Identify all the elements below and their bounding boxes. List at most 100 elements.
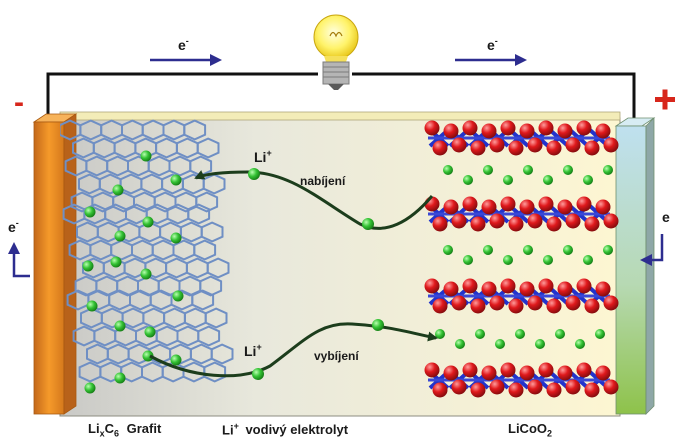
oxygen-atom <box>424 362 440 378</box>
lithium-ion <box>170 174 182 186</box>
oxygen-atom <box>595 365 611 381</box>
lithium-ion <box>603 165 613 175</box>
lithium-ion <box>503 255 513 265</box>
graphite-hexagon <box>203 361 227 383</box>
lithium-ion <box>170 354 182 366</box>
charging-label: nabíjení <box>300 174 346 188</box>
oxygen-atom <box>481 123 497 139</box>
oxygen-atom <box>527 137 543 153</box>
lithium-ion <box>523 165 533 175</box>
oxygen-atom <box>565 295 581 311</box>
graphite-layers <box>60 119 234 383</box>
oxygen-atom <box>432 216 448 232</box>
lithium-ion <box>575 339 585 349</box>
graphite-hexagon <box>193 239 217 261</box>
discharging-label: vybíjení <box>314 349 359 363</box>
graphite-hexagon <box>199 275 223 297</box>
oxygen-atom <box>538 362 554 378</box>
lithium-ion <box>172 290 184 302</box>
oxygen-atom <box>584 140 600 156</box>
oxygen-atom <box>462 278 478 294</box>
oxygen-atom <box>443 123 459 139</box>
lithium-ion <box>443 245 453 255</box>
positive-terminal-sign <box>655 89 675 110</box>
lithium-ion <box>84 206 96 218</box>
licoo2-lattice <box>424 120 619 398</box>
electron-arrow-left <box>150 54 222 66</box>
charging-ion-1 <box>248 168 260 180</box>
oxygen-atom <box>576 196 592 212</box>
lithium-ion <box>475 329 485 339</box>
oxygen-atom <box>576 362 592 378</box>
lithium-ion <box>543 175 553 185</box>
graphite-hexagon <box>183 119 207 141</box>
electrolyte-region <box>59 117 621 417</box>
graphite-hexagon <box>187 203 211 225</box>
oxygen-atom <box>500 362 516 378</box>
lithium-ion <box>140 150 152 162</box>
lithium-ion <box>112 184 124 196</box>
lithium-ion <box>563 245 573 255</box>
oxygen-atom <box>470 298 486 314</box>
oxygen-atom <box>481 365 497 381</box>
lithium-ion <box>535 339 545 349</box>
oxygen-atom <box>451 213 467 229</box>
oxygen-atom <box>527 379 543 395</box>
oxygen-atom <box>432 140 448 156</box>
negative-terminal-sign: - <box>14 86 24 119</box>
electron-label-left: e- <box>178 36 189 53</box>
graphite-hexagon <box>196 137 220 159</box>
lithium-ion <box>82 260 94 272</box>
electron-arrow-anode <box>8 242 30 278</box>
oxygen-atom <box>489 379 505 395</box>
lithium-ion <box>142 350 154 362</box>
oxygen-atom <box>538 278 554 294</box>
electron-arrow-cathode <box>640 234 664 266</box>
lithium-ion <box>142 216 154 228</box>
electron-label-right: e- <box>487 36 498 53</box>
oxygen-atom <box>565 213 581 229</box>
oxygen-atom <box>519 365 535 381</box>
oxygen-atom <box>519 199 535 215</box>
lithium-ion <box>503 175 513 185</box>
anode-plate <box>32 113 78 415</box>
oxygen-atom <box>424 120 440 136</box>
oxygen-atom <box>565 379 581 395</box>
oxygen-atom <box>584 298 600 314</box>
electron-label-cathode: e <box>662 209 670 225</box>
oxygen-atom <box>500 120 516 136</box>
oxygen-atom <box>470 216 486 232</box>
electrolyte-top-edge <box>59 111 621 121</box>
lithium-ion <box>110 256 122 268</box>
lithium-ion <box>555 329 565 339</box>
lithium-ion <box>595 329 605 339</box>
anode-caption: LixC6 Grafit <box>88 421 162 439</box>
lithium-ion <box>463 255 473 265</box>
oxygen-atom <box>595 123 611 139</box>
oxygen-atom <box>557 365 573 381</box>
external-wire <box>46 72 636 118</box>
oxygen-atom <box>489 295 505 311</box>
oxygen-atom <box>565 137 581 153</box>
oxygen-atom <box>462 362 478 378</box>
graphite-hexagon <box>197 325 221 347</box>
oxygen-atom <box>603 213 619 229</box>
oxygen-atom <box>584 216 600 232</box>
discharging-li-label: Li+ <box>244 342 262 359</box>
oxygen-atom <box>432 298 448 314</box>
lithium-ion <box>583 255 593 265</box>
lithium-ion <box>515 329 525 339</box>
oxygen-atom <box>527 213 543 229</box>
graphite-hexagon <box>210 343 234 365</box>
graphite-hexagon <box>200 221 224 243</box>
lithium-ion <box>114 320 126 332</box>
discharging-ion-1 <box>252 368 264 380</box>
oxygen-atom <box>508 216 524 232</box>
oxygen-atom <box>519 123 535 139</box>
oxygen-atom <box>489 213 505 229</box>
graphite-hexagon <box>195 191 219 213</box>
oxygen-atom <box>470 382 486 398</box>
lithium-ion <box>455 339 465 349</box>
oxygen-atom <box>546 140 562 156</box>
